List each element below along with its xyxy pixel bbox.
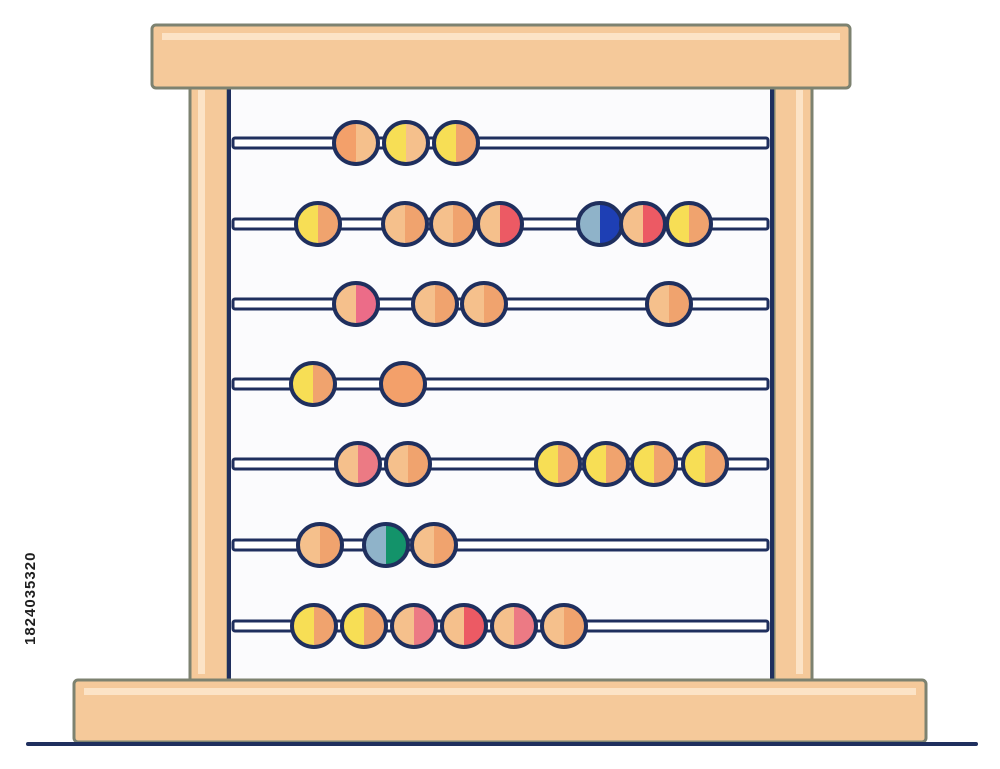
abacus-bead — [296, 522, 344, 568]
abacus-bead — [619, 201, 667, 247]
abacus-bead — [540, 603, 588, 649]
abacus-bead — [390, 603, 438, 649]
abacus-bead — [432, 120, 480, 166]
abacus-bead — [582, 441, 630, 487]
stock-id-label: 1824035320 — [22, 551, 39, 645]
abacus-bead — [290, 603, 338, 649]
abacus-bead — [665, 201, 713, 247]
abacus-bead — [440, 603, 488, 649]
abacus-bead — [384, 441, 432, 487]
abacus-bead — [645, 281, 693, 327]
abacus-bead — [576, 201, 624, 247]
abacus-bead — [490, 603, 538, 649]
abacus-bead — [379, 361, 427, 407]
abacus-bead — [340, 603, 388, 649]
abacus-bead — [410, 522, 458, 568]
abacus-bead — [534, 441, 582, 487]
left-post — [188, 82, 230, 682]
abacus-bead — [681, 441, 729, 487]
abacus-bead — [382, 120, 430, 166]
abacus-bead — [460, 281, 508, 327]
abacus-bead — [476, 201, 524, 247]
abacus-bead — [362, 522, 410, 568]
abacus-bead — [334, 441, 382, 487]
right-post — [772, 82, 814, 682]
abacus-bead — [294, 201, 342, 247]
abacus-bead — [429, 201, 477, 247]
abacus-bead — [630, 441, 678, 487]
abacus-beads — [289, 120, 729, 649]
abacus-bead — [411, 281, 459, 327]
abacus-rod — [231, 377, 770, 391]
abacus-bead — [289, 361, 337, 407]
abacus-bead — [332, 120, 380, 166]
abacus-bead — [332, 281, 380, 327]
base-beam — [72, 678, 928, 744]
abacus-bead — [381, 201, 429, 247]
abacus-rod — [231, 136, 770, 150]
top-beam — [150, 23, 852, 90]
